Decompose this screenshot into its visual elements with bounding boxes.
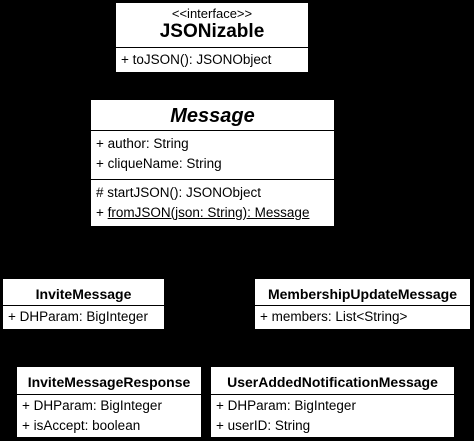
attribute-row: + isAccept: boolean	[22, 418, 141, 433]
attribute-row: + cliqueName: String	[96, 156, 222, 171]
class-name-user-added-notification-message: UserAddedNotificationMessage	[227, 374, 438, 390]
class-membership-update-message-attributes: + members: List<String>	[255, 306, 470, 329]
static-operation-visibility: +	[96, 205, 108, 220]
operation-row: # startJSON(): JSONObject	[96, 185, 262, 200]
class-message-attributes: + author: String + cliqueName: String	[91, 131, 334, 179]
class-user-added-notification-message-attributes: + DHParam: BigInteger + userID: String	[211, 395, 454, 437]
class-message: Message + author: String + cliqueName: S…	[90, 99, 335, 227]
class-message-header: Message	[91, 100, 334, 131]
class-membership-update-message-header: MembershipUpdateMessage	[255, 279, 470, 306]
class-invite-message-response-header: InviteMessageResponse	[17, 367, 201, 395]
class-name-invite-message: InviteMessage	[35, 286, 132, 302]
class-name-jsonizable: JSONizable	[159, 21, 265, 42]
static-operation-text: fromJSON(json: String): Message	[107, 205, 310, 220]
class-membership-update-message: MembershipUpdateMessage + members: List<…	[254, 278, 471, 330]
class-message-operations: # startJSON(): JSONObject + fromJSON(jso…	[91, 179, 334, 226]
class-invite-message: InviteMessage + DHParam: BigInteger	[2, 278, 165, 330]
class-name-membership-update-message: MembershipUpdateMessage	[267, 286, 458, 302]
attribute-row: + DHParam: BigInteger	[8, 309, 148, 324]
attribute-row: + members: List<String>	[260, 309, 408, 324]
class-jsonizable: <<interface>> JSONizable + toJSON(): JSO…	[115, 2, 309, 73]
class-invite-message-header: InviteMessage	[3, 279, 164, 306]
class-user-added-notification-message-header: UserAddedNotificationMessage	[211, 367, 454, 395]
class-invite-message-response-attributes: + DHParam: BigInteger + isAccept: boolea…	[17, 395, 201, 437]
attribute-row: + author: String	[96, 136, 189, 151]
operation-row: + toJSON(): JSONObject	[121, 52, 272, 67]
class-name-invite-message-response: InviteMessageResponse	[27, 374, 191, 390]
attribute-row: + userID: String	[216, 418, 311, 433]
class-jsonizable-operations: + toJSON(): JSONObject	[116, 48, 308, 72]
class-user-added-notification-message: UserAddedNotificationMessage + DHParam: …	[210, 366, 455, 438]
attribute-row: + DHParam: BigInteger	[216, 398, 356, 413]
class-invite-message-response: InviteMessageResponse + DHParam: BigInte…	[16, 366, 202, 438]
attribute-row: + DHParam: BigInteger	[22, 398, 162, 413]
class-jsonizable-header: <<interface>> JSONizable	[116, 3, 308, 48]
static-operation-row: + fromJSON(json: String): Message	[96, 203, 334, 223]
stereotype-label: <<interface>>	[171, 6, 253, 21]
class-name-message: Message	[170, 105, 255, 127]
class-invite-message-attributes: + DHParam: BigInteger	[3, 306, 164, 329]
